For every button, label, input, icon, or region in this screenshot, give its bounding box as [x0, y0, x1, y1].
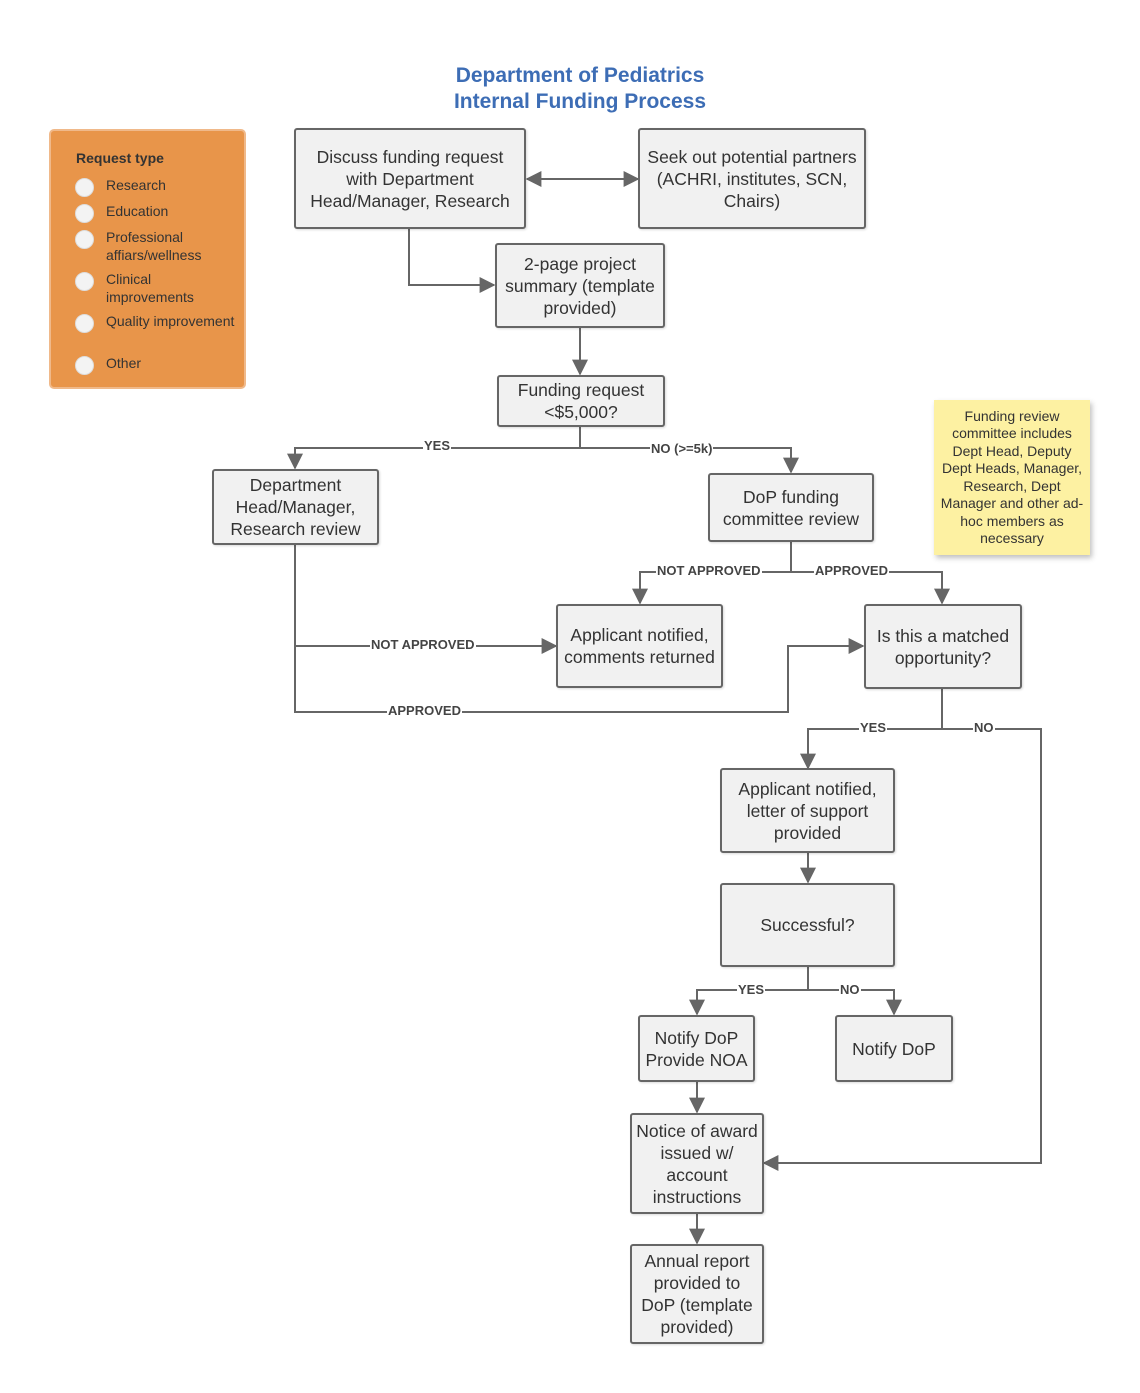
- node-applicant-comments[interactable]: Applicant notified, comments returned: [556, 604, 723, 688]
- node-successful[interactable]: Successful?: [720, 883, 895, 967]
- node-notify-noa[interactable]: Notify DoP Provide NOA: [638, 1015, 755, 1082]
- edge-matched-no: [762, 720, 1042, 1171]
- diagram-title-line1: Department of Pediatrics: [455, 64, 705, 87]
- radio-professional[interactable]: [75, 230, 94, 249]
- node-project-summary[interactable]: 2-page project summary (template provide…: [495, 243, 665, 328]
- legend-item-label: Quality improvement: [106, 313, 235, 329]
- edge-dept-approved: [294, 638, 865, 713]
- node-letter-of-support[interactable]: Applicant notified, letter of support pr…: [720, 768, 895, 853]
- request-type-legend: Request type Research Education Professi…: [49, 129, 246, 389]
- radio-quality[interactable]: [75, 314, 94, 333]
- legend-item-label: Clinical improvements: [106, 271, 194, 305]
- legend-item-label: Research: [106, 177, 166, 193]
- radio-education[interactable]: [75, 204, 94, 223]
- node-seek-partners[interactable]: Seek out potential partners (ACHRI, inst…: [638, 128, 866, 229]
- legend-item-label: Professional affiars/wellness: [106, 229, 202, 263]
- node-notify-dop[interactable]: Notify DoP: [835, 1015, 953, 1082]
- legend-title: Request type: [76, 150, 164, 166]
- node-matched-opportunity[interactable]: Is this a matched opportunity?: [864, 604, 1022, 689]
- edge-label-yes-successful: YES: [737, 982, 766, 997]
- legend-item-label: Education: [106, 203, 169, 219]
- node-dop-committee-review[interactable]: DoP funding committee review: [708, 473, 874, 542]
- edge-label-not-approved-committee: NOT APPROVED: [656, 563, 762, 578]
- radio-clinical[interactable]: [75, 272, 94, 291]
- node-discuss-request[interactable]: Discuss funding request with Department …: [294, 128, 526, 229]
- committee-note: Funding review committee includes Dept H…: [934, 400, 1090, 555]
- edge-label-not-approved-dept: NOT APPROVED: [370, 637, 476, 652]
- committee-note-text: Funding review committee includes Dept H…: [940, 407, 1084, 547]
- edge-label-no-matched: NO: [973, 720, 995, 735]
- legend-item-label: Other: [106, 355, 142, 371]
- node-notice-of-award[interactable]: Notice of award issued w/ account instru…: [630, 1113, 764, 1214]
- edge-discuss-summary: [408, 229, 496, 293]
- edge-label-yes-under5k: YES: [423, 438, 452, 453]
- edge-label-yes-matched: YES: [859, 720, 888, 735]
- edge-label-no-successful: NO: [839, 982, 861, 997]
- edge-dept-notapproved: [294, 545, 558, 654]
- radio-research[interactable]: [75, 178, 94, 197]
- diagram-title-line2: Internal Funding Process: [453, 90, 707, 113]
- node-funding-under-5k[interactable]: Funding request <$5,000?: [497, 375, 665, 427]
- edge-label-approved-dept: APPROVED: [387, 703, 462, 718]
- edge-label-no-over5k: NO (>=5k): [650, 441, 714, 456]
- radio-other[interactable]: [75, 356, 94, 375]
- node-annual-report[interactable]: Annual report provided to DoP (template …: [630, 1244, 764, 1344]
- node-dept-review[interactable]: Department Head/Manager, Research review: [212, 469, 379, 545]
- edge-label-approved-committee: APPROVED: [814, 563, 889, 578]
